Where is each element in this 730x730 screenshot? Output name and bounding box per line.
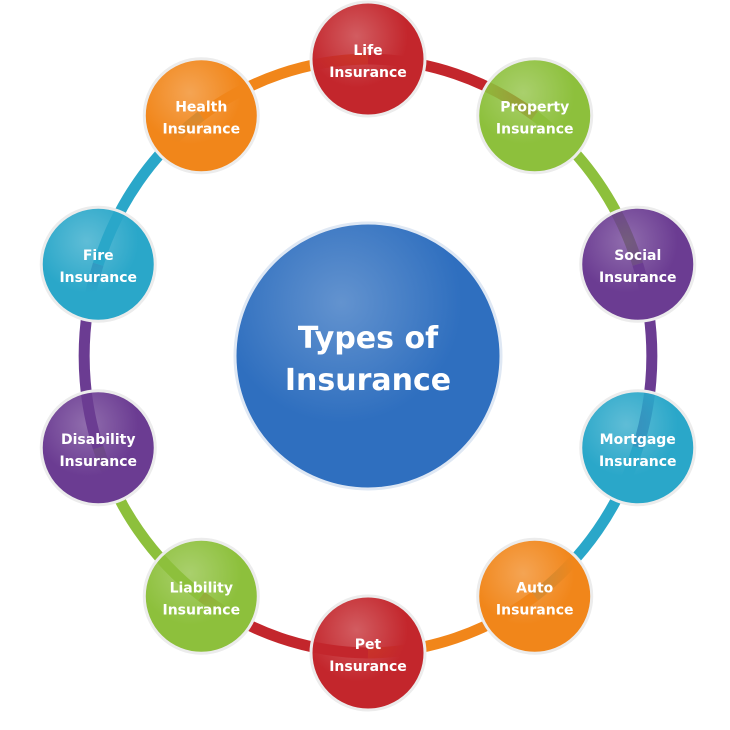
node-label-line2: Insurance (329, 659, 407, 675)
node-label-line2: Insurance (162, 602, 240, 618)
node-label-line2: Insurance (599, 270, 677, 286)
node-circle (309, 0, 427, 118)
node-label-line1: Disability (61, 432, 135, 448)
node-circle (39, 389, 157, 507)
node-label-line2: Insurance (162, 122, 240, 138)
node-label-line1: Social (614, 248, 661, 264)
node-label-line1: Auto (516, 580, 553, 596)
node-label-line1: Health (175, 100, 227, 116)
node-circle (142, 537, 260, 655)
node-label-line1: Mortgage (600, 432, 676, 448)
node-label-line2: Insurance (496, 602, 574, 618)
node-circle (579, 205, 697, 323)
center-hub: Types of Insurance (233, 221, 503, 491)
center-title-line2: Insurance (285, 363, 451, 398)
node-circle (579, 389, 697, 507)
node-label-line1: Fire (83, 248, 114, 264)
center-circle (233, 221, 503, 491)
node-label-line2: Insurance (59, 454, 137, 470)
node-label-line1: Liability (170, 580, 233, 596)
node-circle (142, 57, 260, 175)
node-circle (39, 205, 157, 323)
node-label-line2: Insurance (329, 65, 407, 81)
node-label-line1: Life (353, 43, 382, 59)
center-title-line1: Types of (298, 321, 439, 356)
node-label-line1: Pet (355, 637, 382, 653)
node-label-line2: Insurance (599, 454, 677, 470)
node-circle (309, 594, 427, 712)
node-label-line2: Insurance (59, 270, 137, 286)
node-circle (476, 57, 594, 175)
node-circle (476, 537, 594, 655)
node-label-line2: Insurance (496, 122, 574, 138)
node-label-line1: Property (500, 100, 569, 116)
